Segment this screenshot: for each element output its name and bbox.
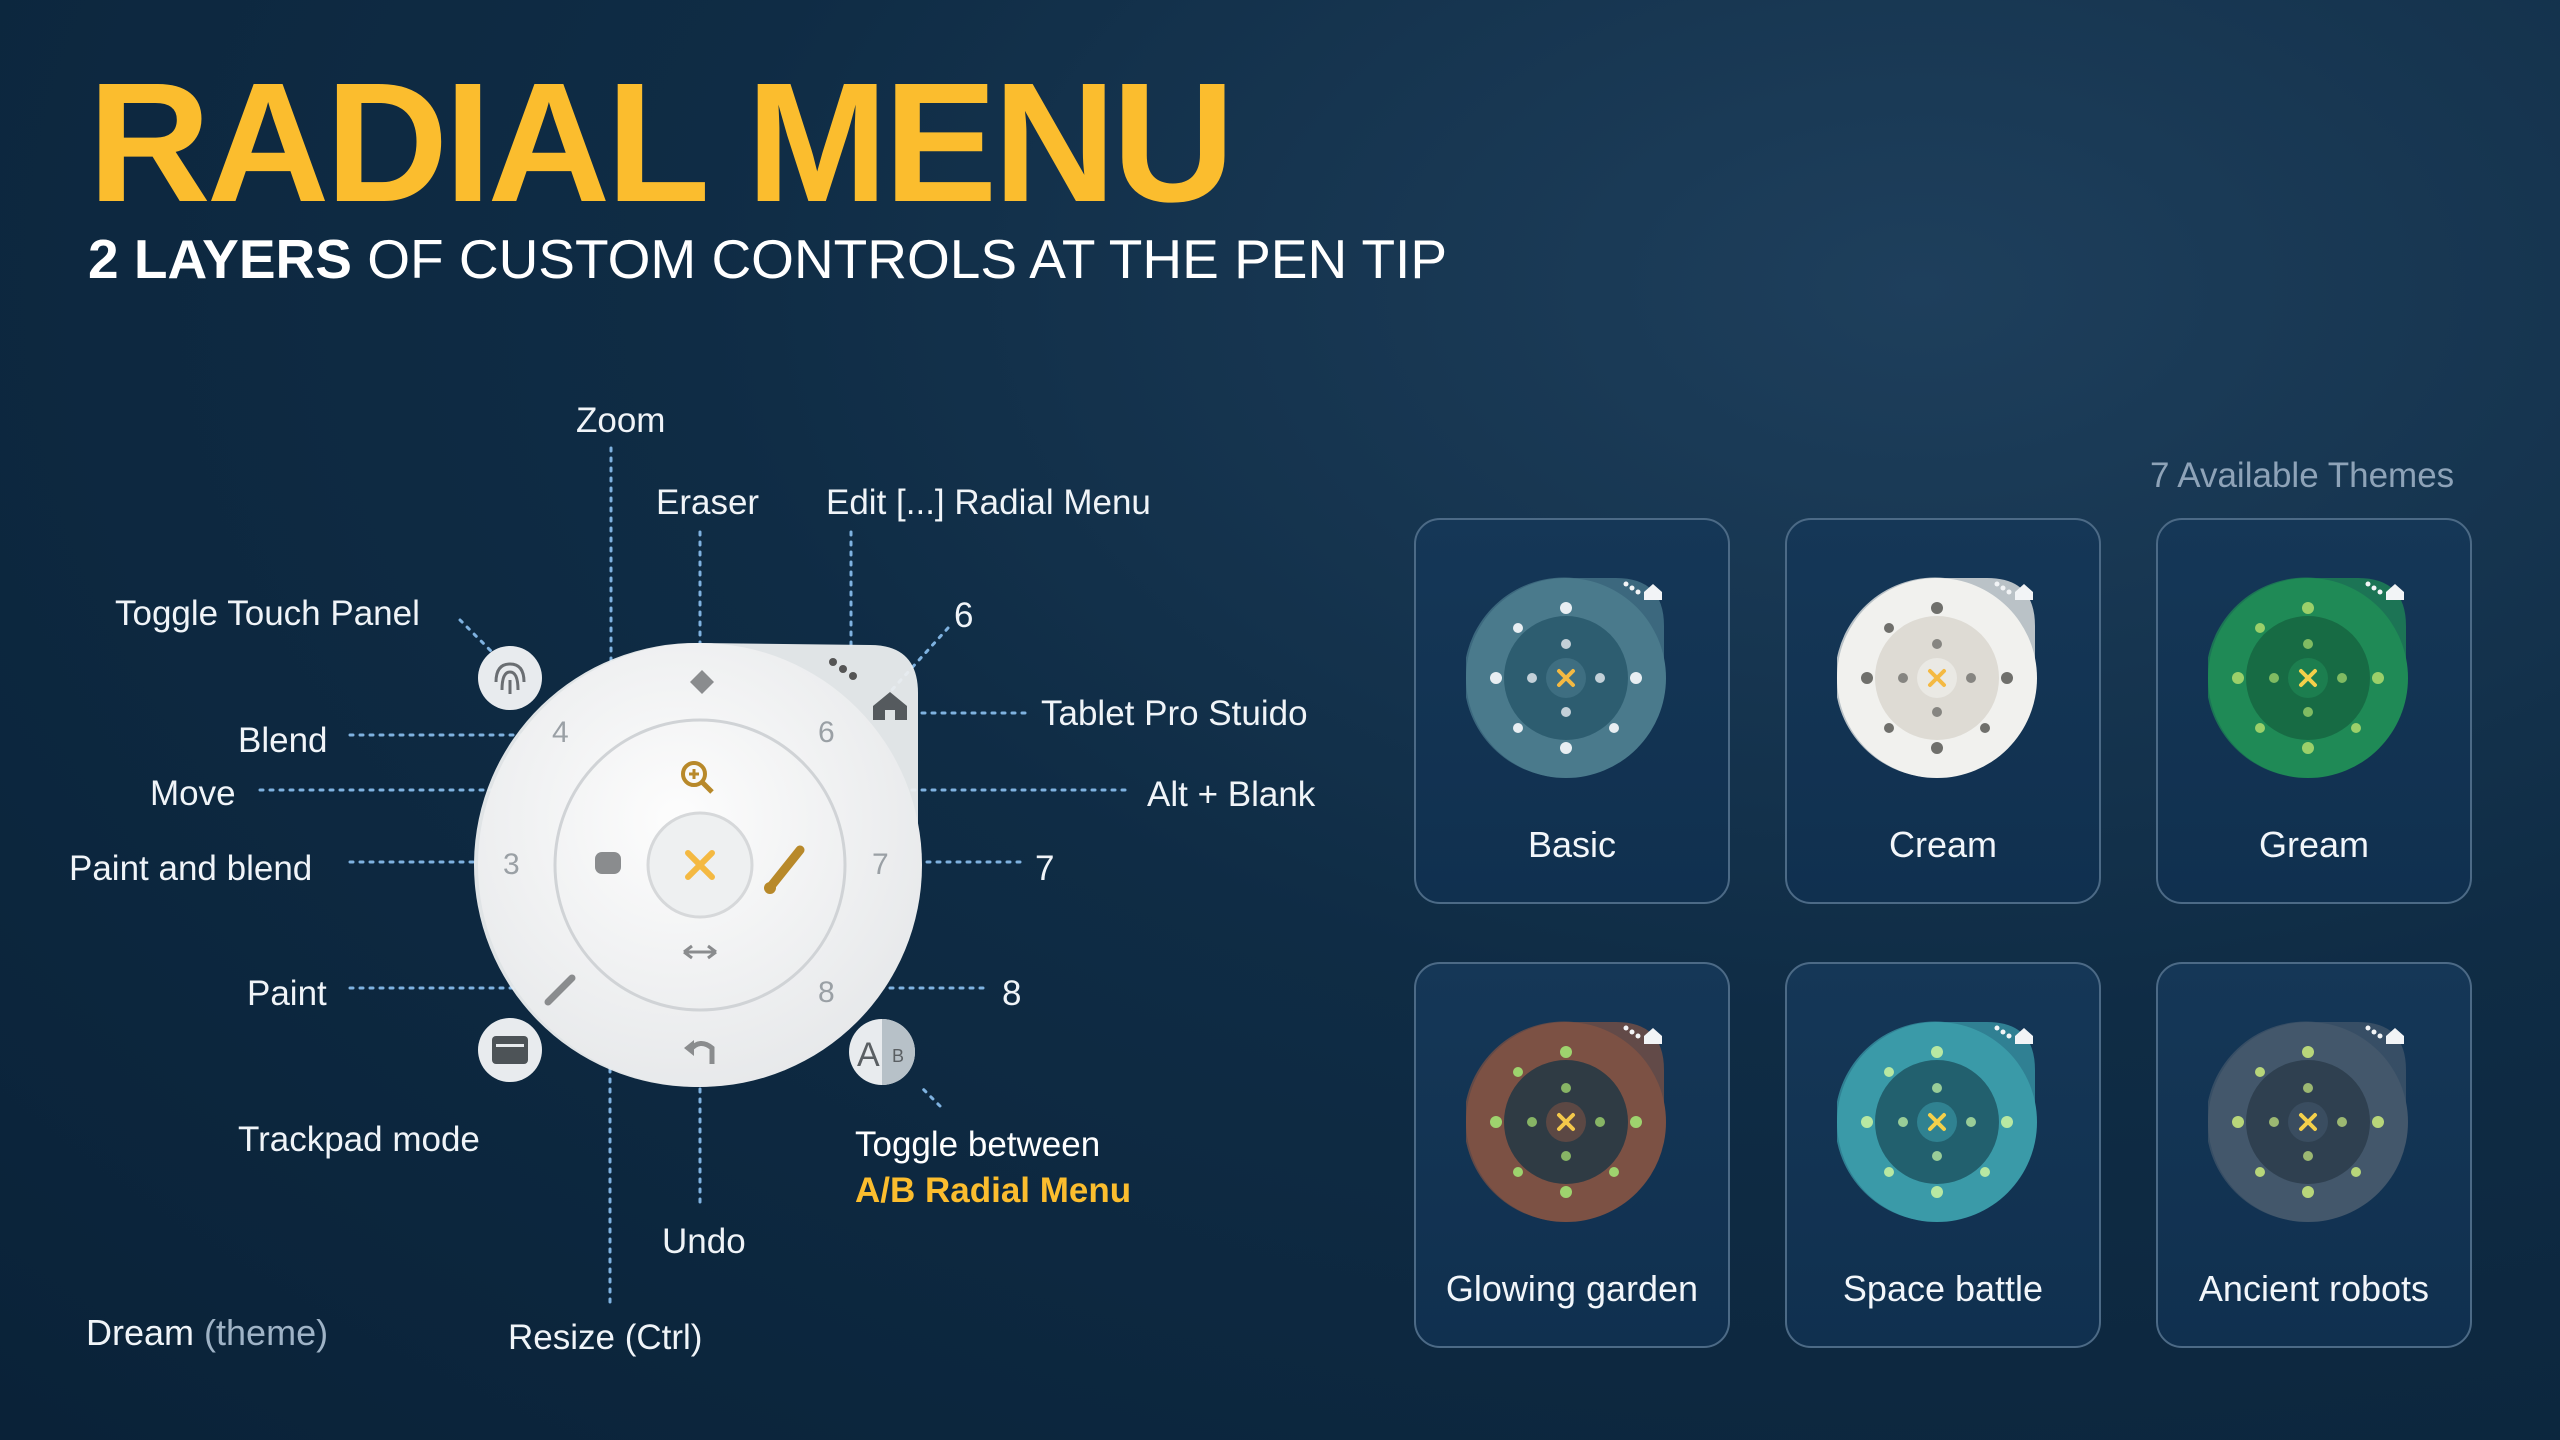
ab-a-letter: A	[857, 1036, 880, 1074]
label-trackpad-mode: Trackpad mode	[238, 1120, 480, 1159]
zoom-icon	[681, 761, 714, 794]
more-dots-icon	[829, 658, 857, 680]
close-icon	[685, 850, 715, 880]
blend-brush-icon	[764, 845, 805, 894]
menu-slot-4[interactable]: 4	[552, 716, 569, 749]
leader-resize	[608, 978, 677, 1304]
label-slot-7: 7	[1035, 849, 1055, 888]
label-alt-blank: Alt + Blank	[1147, 775, 1316, 814]
ab-b-letter: B	[892, 1046, 904, 1066]
theme-name-label: Gream	[2258, 824, 2370, 865]
theme-name: Dream	[86, 1312, 195, 1353]
label-resize-ctrl: Resize (Ctrl)	[508, 1318, 703, 1357]
page-subtitle: 2 LAYERS OF CUSTOM CONTROLS AT THE PEN T…	[88, 232, 1447, 287]
theme-name-label: Ancient robots	[2198, 1268, 2430, 1309]
subtitle-emphasis: 2 LAYERS	[88, 228, 352, 290]
theme-preview-icon	[2208, 1021, 2408, 1222]
label-paint: Paint	[247, 974, 327, 1013]
hand-move-icon	[595, 852, 621, 874]
eraser-icon	[690, 670, 714, 694]
theme-preview-icon	[1837, 1021, 2037, 1222]
label-zoom: Zoom	[576, 401, 666, 440]
menu-slot-7[interactable]: 7	[872, 848, 889, 881]
theme-preview-icon	[1466, 577, 1666, 778]
theme-name-label: Cream	[1888, 824, 1998, 865]
subtitle-text: OF CUSTOM CONTROLS AT THE PEN TIP	[351, 228, 1448, 290]
label-slot-6: 6	[954, 596, 974, 635]
theme-card-basic[interactable]: Basic	[1414, 518, 1730, 904]
themes-heading: 7 Available Themes	[2150, 456, 2455, 495]
page-title: RADIAL MENU	[88, 48, 1235, 238]
label-eraser: Eraser	[656, 483, 760, 522]
label-blend: Blend	[238, 721, 328, 760]
menu-slot-8[interactable]: 8	[818, 976, 835, 1009]
trackpad-icon	[492, 1036, 528, 1064]
theme-preview-icon	[1837, 577, 2037, 778]
theme-name-label: Glowing garden	[1445, 1268, 1699, 1309]
theme-preview-icon	[1466, 1021, 1666, 1222]
radial-menu-diagram: A B	[258, 446, 1127, 1304]
theme-preview-icon	[2208, 577, 2408, 778]
toggle-touch-panel-button[interactable]	[478, 646, 542, 710]
theme-card-gream[interactable]: Gream	[2156, 518, 2472, 904]
label-ab-radial-menu: A/B Radial Menu	[855, 1171, 1132, 1211]
home-icon	[873, 692, 907, 720]
paint-brush-icon	[544, 974, 576, 1006]
theme-card-space-battle[interactable]: Space battle	[1785, 962, 2101, 1348]
leader-toggle-ab	[918, 1084, 942, 1108]
menu-slot-6[interactable]: 6	[818, 716, 835, 749]
theme-suffix: (theme)	[204, 1312, 329, 1353]
label-undo: Undo	[662, 1222, 746, 1261]
current-theme-label: Dream (theme)	[86, 1312, 328, 1354]
theme-card-glowing-garden[interactable]: Glowing garden	[1414, 962, 1730, 1348]
fingerprint-icon	[494, 662, 526, 694]
menu-slot-3[interactable]: 3	[503, 848, 520, 881]
label-toggle-between: Toggle between	[855, 1125, 1101, 1164]
theme-name-label: Space battle	[1842, 1268, 2044, 1309]
undo-icon	[684, 1040, 715, 1064]
label-toggle-touch-panel: Toggle Touch Panel	[115, 594, 420, 633]
label-move: Move	[150, 774, 236, 813]
label-slot-8: 8	[1002, 974, 1022, 1013]
resize-arrows-icon	[683, 944, 717, 960]
theme-card-cream[interactable]: Cream	[1785, 518, 2101, 904]
ab-toggle-button[interactable]: A B	[849, 1019, 915, 1085]
label-tablet-pro-studio: Tablet Pro Stuido	[1041, 694, 1308, 733]
trackpad-mode-button[interactable]	[478, 1018, 542, 1082]
radial-menu	[474, 642, 922, 1087]
label-paint-and-blend: Paint and blend	[69, 849, 313, 888]
label-edit-radial-menu: Edit [...] Radial Menu	[826, 483, 1151, 522]
theme-card-ancient-robots[interactable]: Ancient robots	[2156, 962, 2472, 1348]
label-toggle-ab: Toggle between A/B Radial Menu	[855, 1122, 1131, 1214]
theme-name-label: Basic	[1527, 824, 1617, 865]
